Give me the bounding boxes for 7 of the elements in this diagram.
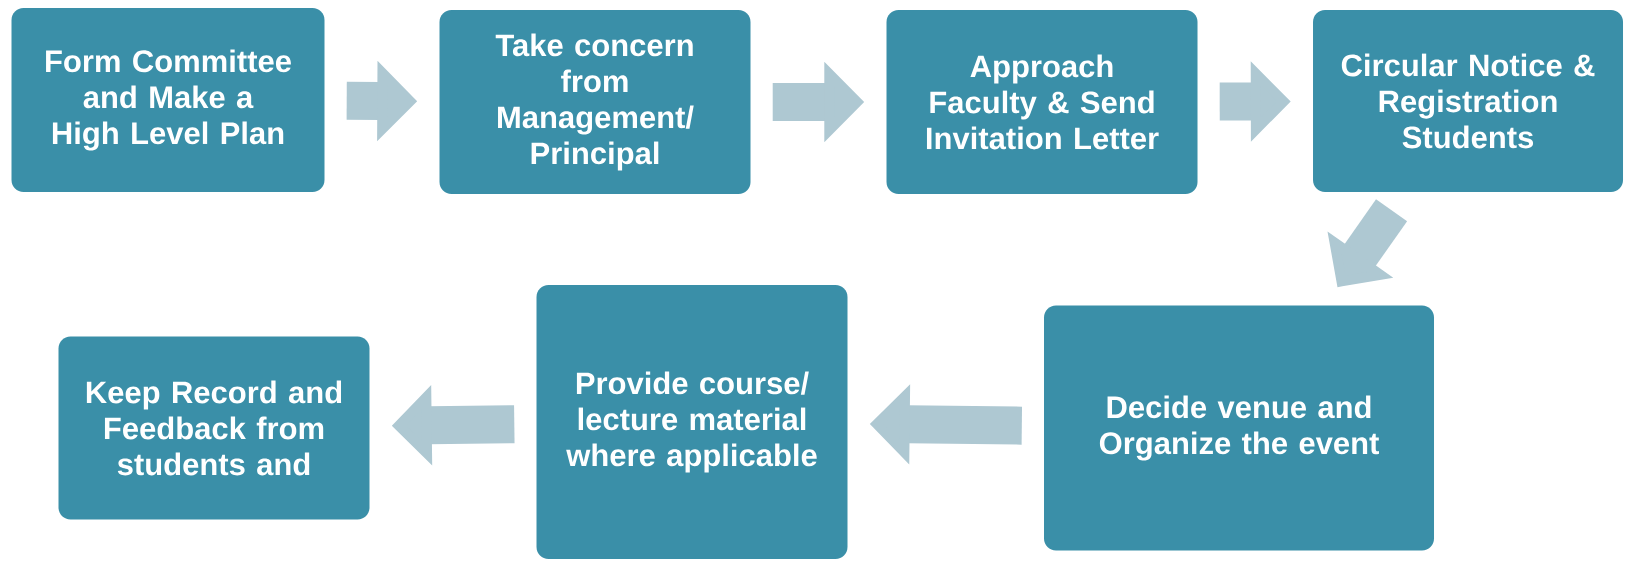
process-box: Approach Faculty & Send Invitation Letter — [886, 10, 1198, 194]
process-box: Provide course/ lecture material where applicable — [536, 285, 848, 559]
process-box: Decide venue and Organize the event — [1044, 305, 1434, 551]
process-box: Circular Notice & Registration Students — [1313, 10, 1623, 192]
process-box: Take concern from Management/ Principal — [439, 10, 751, 194]
process-box: Form Committee and Make a High Level Plan — [11, 8, 325, 192]
process-box: Keep Record and Feedback from students and — [58, 336, 370, 520]
